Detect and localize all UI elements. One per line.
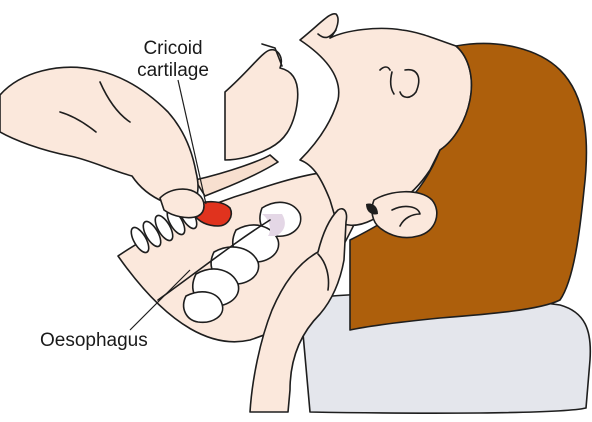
oesophagus-label: Oesophagus bbox=[40, 330, 180, 352]
cricoid-label-line2: cartilage bbox=[118, 60, 228, 82]
operator-hand bbox=[0, 67, 198, 209]
oral-cavity bbox=[225, 50, 298, 160]
cricoid-label-line1: Cricoid bbox=[118, 38, 228, 60]
cricoid-cartilage-label: Cricoid cartilage bbox=[118, 38, 228, 82]
vertebra bbox=[184, 292, 223, 322]
